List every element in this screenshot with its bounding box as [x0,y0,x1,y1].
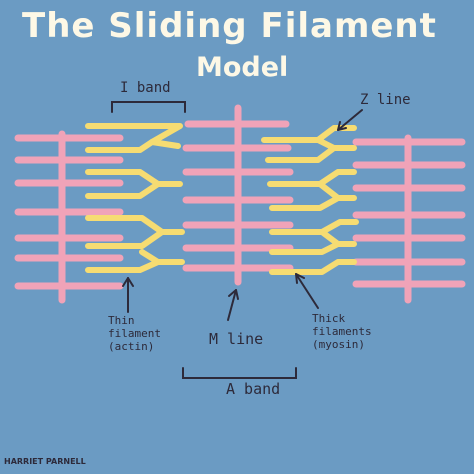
diagram-subtitle: Model [196,52,289,83]
thick-filaments [85,123,359,275]
i-band-label: I band [120,80,171,96]
z-line-arrow [337,109,363,131]
thick-filaments-label: Thick filaments (myosin) [312,312,372,351]
i-band-bracket [111,101,186,113]
artist-credit: HARRIET PARNELL [4,457,86,466]
z-line-label: Z line [360,92,411,108]
m-line-arrow [227,289,237,321]
thin-filaments [14,104,466,304]
a-band-bracket [182,367,297,379]
a-band-label: A band [226,380,281,398]
thin-filament-label: Thin filament (actin) [108,314,161,353]
thick-filament-arrow [295,273,319,309]
diagram-title: The Sliding Filament [22,6,437,46]
annotations [111,101,363,379]
m-line-label: M line [209,330,264,348]
